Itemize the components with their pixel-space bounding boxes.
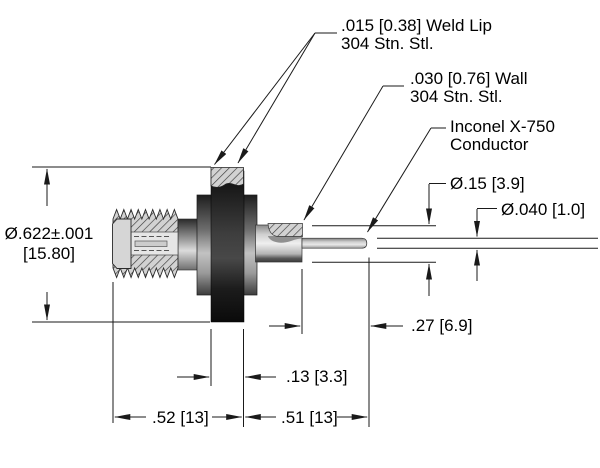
leader-stubs (315, 32, 497, 209)
weld-lip-hatch (210, 167, 244, 188)
right-length-text: .51 [13] (281, 408, 338, 427)
dimension-layer (32, 32, 598, 427)
weld-lip-label-line2: 304 Stn. Stl. (341, 34, 434, 53)
left-length-text: .52 [13] (152, 408, 209, 427)
pin-diameter-text: Ø.040 [1.0] (501, 200, 585, 219)
wall-label-line1: .030 [0.76] Wall (410, 69, 528, 88)
stud-end-face (112, 218, 132, 269)
flange-diameter-text-line1: Ø.622±.001 (5, 224, 94, 243)
weld-disc (210, 170, 245, 323)
pin-protrusion-text: .27 [6.9] (411, 316, 472, 335)
tube-diameter-text: Ø.15 [3.9] (450, 174, 525, 193)
weld-fillet (268, 236, 303, 243)
disc-thickness-text: .13 [3.3] (286, 367, 347, 386)
leader-weld-lip-left (214, 32, 316, 165)
leader-weld-lip-right (237, 32, 316, 164)
conductor-pin (301, 237, 368, 249)
flange-diameter-text-line2: [15.80] (23, 244, 75, 263)
socket-slot (134, 240, 168, 247)
text-layer: .015 [0.38] Weld Lip 304 Stn. Stl. .030 … (5, 16, 585, 427)
tube-wall-hatch (267, 223, 303, 237)
weld-lip-label-line1: .015 [0.38] Weld Lip (341, 16, 492, 35)
conductor-label-line1: Inconel X-750 (450, 117, 555, 136)
leader-wall (303, 85, 384, 221)
wall-label-line2: 304 Stn. Stl. (410, 87, 503, 106)
part-view (112, 167, 368, 323)
leader-conductor (367, 127, 432, 233)
conductor-label-line2: Conductor (450, 135, 529, 154)
